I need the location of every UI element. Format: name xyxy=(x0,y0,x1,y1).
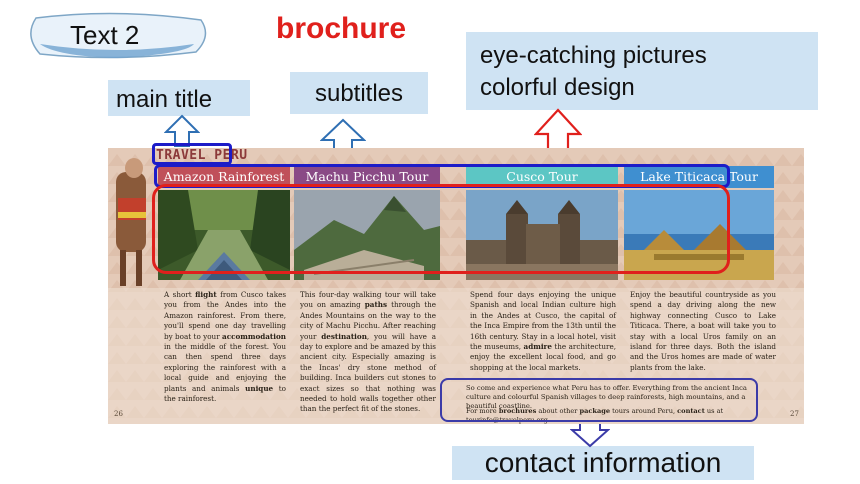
text-run: This four-day walking tour will take you… xyxy=(300,290,436,310)
text-run: to the rainforest. xyxy=(164,383,286,404)
text-run: from Cusco takes you from the Andes into… xyxy=(164,290,287,341)
text-tag: Text 2 xyxy=(26,10,208,60)
label-design-line2: colorful design xyxy=(480,74,635,101)
column-text-machu-picchu: This four-day walking tour will take you… xyxy=(300,290,436,415)
column-text-amazon: A short flight from Cusco takes you from… xyxy=(164,290,286,404)
column-header-machu-picchu: Machu Picchu Tour xyxy=(294,166,440,188)
page-number-left: 26 xyxy=(114,410,123,418)
text-run: tours around Peru, xyxy=(610,407,678,415)
text-run: A short xyxy=(164,290,196,299)
outline-pictures xyxy=(152,184,730,274)
outline-main-title xyxy=(152,143,232,165)
label-contact: contact information xyxy=(452,446,754,480)
photo-machu-picchu xyxy=(294,190,440,280)
page-number-right: 27 xyxy=(790,410,799,418)
emphasized-word: unique xyxy=(245,383,274,393)
text-run: Enjoy the beautiful countryside as you s… xyxy=(630,290,776,372)
brochure-footer-line1: So come and experience what Peru has to … xyxy=(466,384,747,410)
text-run: , you will have a day to explore and be … xyxy=(300,331,436,414)
arrow-up-main-title-icon xyxy=(164,114,200,147)
emphasized-word: accommodation xyxy=(222,331,286,341)
brochure-brand-title: TRAVEL PERU xyxy=(156,148,248,163)
emphasized-word: package xyxy=(579,407,611,415)
emphasized-word: contact xyxy=(677,407,705,415)
emphasized-word: brochures xyxy=(498,407,537,415)
label-design-line1: eye-catching pictures xyxy=(480,42,707,69)
emphasized-word: destination xyxy=(321,331,367,341)
outline-contact xyxy=(440,378,758,422)
text-run: through the Andes Mountains on the way t… xyxy=(300,300,437,341)
label-subtitles: subtitles xyxy=(290,72,428,114)
label-main-title: main title xyxy=(108,80,250,116)
text-run: about other xyxy=(536,407,580,415)
photo-lake-titicaca xyxy=(624,190,774,280)
text-run: Spend four days enjoying the unique Span… xyxy=(470,290,616,352)
column-text-lake-titicaca: Enjoy the beautiful countryside as you s… xyxy=(630,290,776,373)
text-run: the architecture, enjoy the excellent lo… xyxy=(470,342,616,372)
emphasized-word: admire xyxy=(523,342,552,352)
text-run: For more xyxy=(466,407,499,415)
text-tag-label: Text 2 xyxy=(70,20,140,50)
text-run: in the middle of the forest. You can the… xyxy=(164,342,286,393)
label-design: eye-catching pictures colorful design xyxy=(466,32,818,110)
column-header-cusco: Cusco Tour xyxy=(466,166,618,188)
slide-heading: brochure xyxy=(276,12,407,45)
llama-illustration xyxy=(116,158,146,286)
column-text-cusco: Spend four days enjoying the unique Span… xyxy=(470,290,616,373)
emphasized-word: paths xyxy=(364,300,388,310)
photo-amazon-river xyxy=(158,190,290,280)
tag-pill-shape xyxy=(30,12,207,59)
emphasized-word: flight xyxy=(195,290,217,299)
